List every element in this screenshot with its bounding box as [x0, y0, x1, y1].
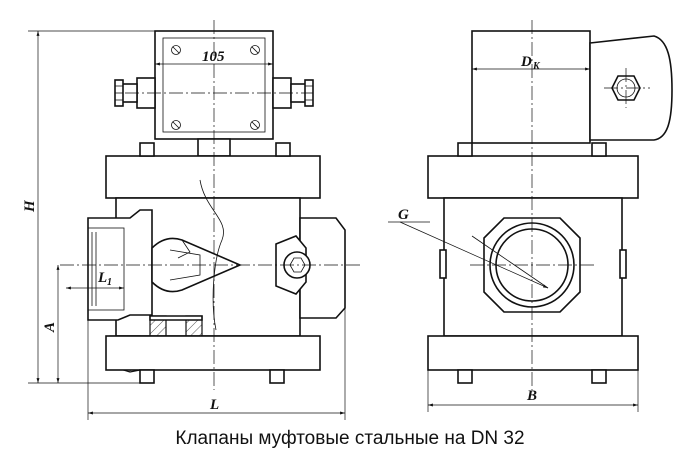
- actuator-head: [471, 30, 591, 144]
- dimension-g: G: [388, 207, 430, 223]
- bottom-flange: [105, 335, 321, 371]
- side-view: [399, 20, 673, 390]
- dimension-dk-subscript: K: [532, 61, 541, 72]
- dimension-a: A: [42, 265, 60, 383]
- dimension-105: 105: [155, 49, 273, 66]
- figure-caption: Клапаны муфтовые стальные на DN 32: [175, 428, 525, 449]
- top-flange: [105, 155, 321, 199]
- dimension-h: H: [22, 30, 155, 384]
- dimension-l-label: L: [209, 397, 219, 413]
- dimension-h-label: H: [22, 199, 38, 213]
- dimension-a-label: A: [42, 322, 58, 333]
- dimension-105-label: 105: [202, 49, 225, 65]
- dimension-l1: L 1: [66, 262, 124, 292]
- dimension-l1-subscript: 1: [107, 277, 112, 288]
- dimension-l: L: [87, 308, 346, 420]
- dimension-g-label: G: [398, 207, 409, 223]
- dimension-b-label: B: [526, 388, 537, 404]
- dimension-dk-label: D: [520, 54, 532, 70]
- dimension-l1-label: L: [97, 270, 107, 286]
- front-view: [60, 20, 360, 390]
- dimension-b: B: [427, 370, 639, 412]
- dimension-dk: D K: [472, 54, 590, 72]
